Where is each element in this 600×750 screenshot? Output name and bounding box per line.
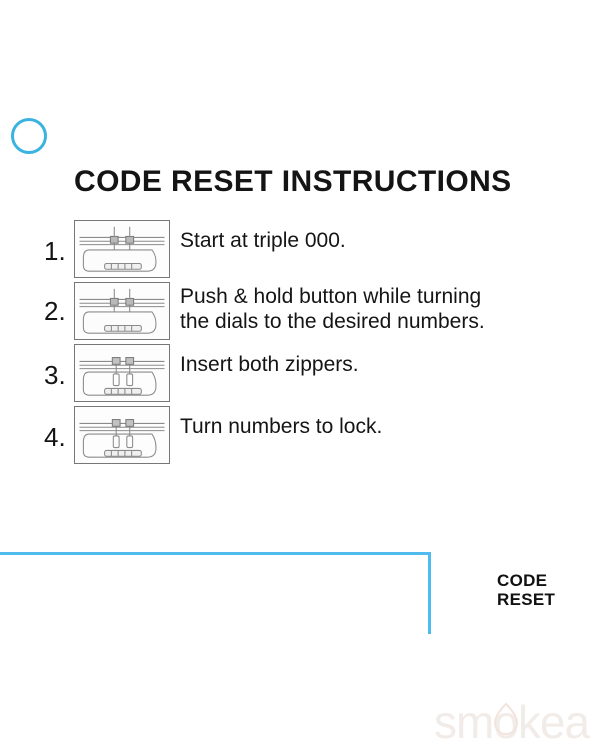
list-item: 1. <box>44 218 554 278</box>
step-text: Insert both zippers. <box>170 342 554 377</box>
step-text-line: the dials to the desired numbers. <box>180 310 485 333</box>
step-text: Turn numbers to lock. <box>170 404 554 439</box>
page-title: CODE RESET INSTRUCTIONS <box>74 165 512 198</box>
step-text-line: Turn numbers to lock. <box>180 415 383 438</box>
list-item: 3. <box>44 342 554 402</box>
decorative-circle-icon <box>11 118 47 154</box>
step-number: 4. <box>44 422 66 452</box>
svg-text:smokea: smokea <box>434 696 590 748</box>
combination-lock-zippers-in-icon <box>74 406 170 464</box>
badge-line-2: RESET <box>497 590 556 609</box>
badge-line-1: CODE <box>497 571 548 590</box>
step-text-line: Push & hold button while turning <box>180 285 482 308</box>
code-reset-badge: CODE RESET <box>497 571 555 609</box>
list-item: 4. <box>44 404 554 464</box>
combination-lock-zippers-out-icon <box>74 282 170 340</box>
step-number: 2. <box>44 296 66 326</box>
step-text-line: Insert both zippers. <box>180 353 359 376</box>
step-number: 3. <box>44 360 66 390</box>
list-item: 2. P <box>44 280 554 340</box>
instruction-steps-list: 1. <box>44 218 554 466</box>
step-number: 1. <box>44 236 66 266</box>
combination-lock-zippers-in-icon <box>74 344 170 402</box>
step-text: Push & hold button while turning the dia… <box>170 280 554 334</box>
combination-lock-zippers-out-icon <box>74 220 170 278</box>
accent-corner-rule <box>0 552 431 634</box>
smokea-watermark: smokea <box>434 694 600 750</box>
step-text-line: Start at triple 000. <box>180 229 346 252</box>
step-text: Start at triple 000. <box>170 218 554 253</box>
